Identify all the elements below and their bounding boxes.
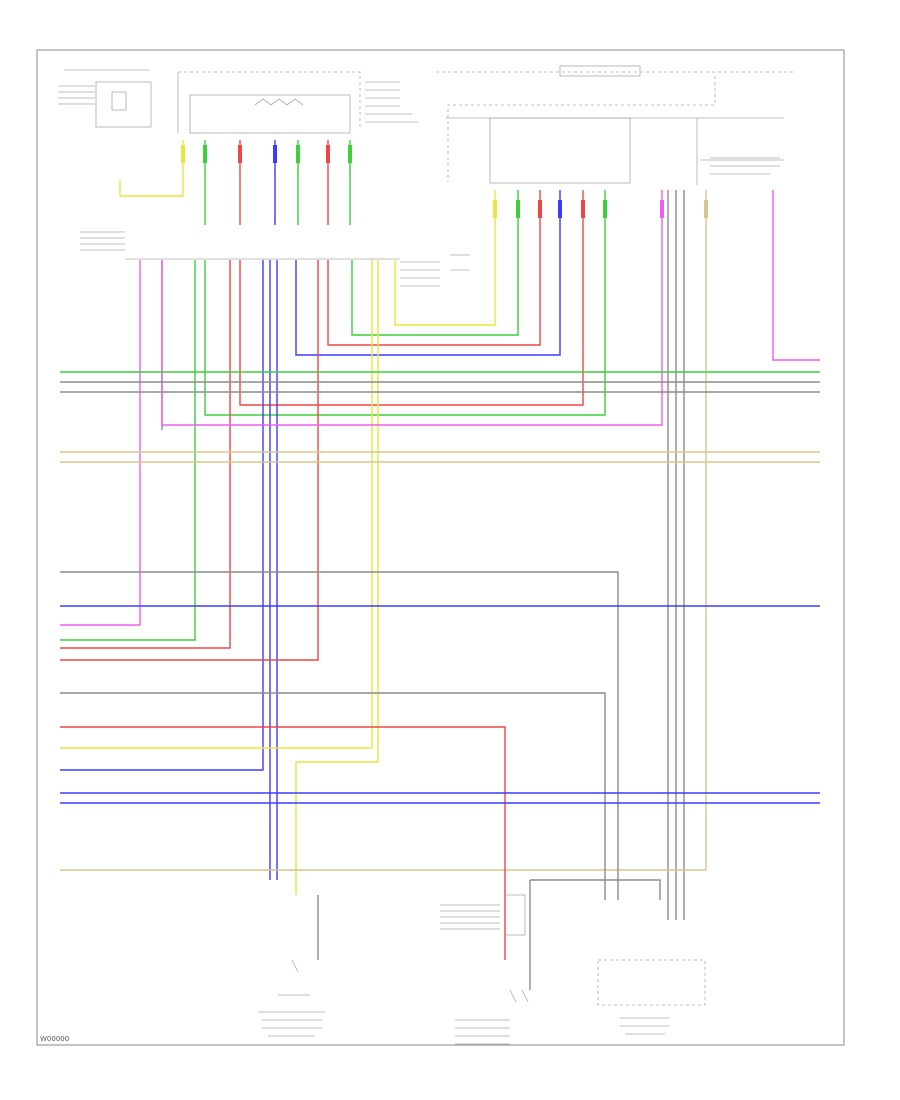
wire-yellow-21: [295, 260, 379, 895]
terminal-red-11: [581, 200, 585, 218]
terminal-green-1: [203, 145, 207, 163]
wire-gray-40: [530, 879, 661, 900]
terminal-green-6: [348, 145, 352, 163]
wire-blue-16: [295, 190, 561, 356]
wire-green-10: [204, 190, 606, 416]
terminal-green-8: [516, 200, 520, 218]
component-top-left: [58, 69, 152, 128]
terminal-tan-14: [704, 200, 708, 218]
terminal-blue-3: [273, 145, 277, 163]
terminal-green-4: [296, 145, 300, 163]
terminal-yellow-7: [493, 200, 497, 218]
terminal-blue-10: [558, 200, 562, 218]
wire-magenta-7: [60, 260, 141, 626]
component-switch-top: [177, 71, 418, 134]
wire-blue-13: [60, 260, 264, 771]
wire-layer: [60, 140, 820, 990]
wire-gray-36: [60, 692, 606, 900]
terminal-magenta-13: [660, 200, 664, 218]
wire-red-17: [60, 260, 319, 661]
terminal-red-5: [326, 145, 330, 163]
wire-yellow-0: [119, 140, 184, 197]
terminal-red-9: [538, 200, 542, 218]
wire-yellow-20: [60, 260, 373, 749]
terminal-yellow-0: [181, 145, 185, 163]
junction-connector-row: [80, 231, 470, 287]
wire-red-11: [60, 260, 231, 649]
wire-magenta-28: [772, 190, 820, 361]
component-bottom-relay: [440, 894, 529, 1045]
wire-green-9: [60, 260, 196, 641]
wire-green-19: [351, 190, 519, 336]
wire-gray-34: [60, 571, 619, 900]
wire-yellow-22: [394, 190, 496, 326]
terminal-red-2: [238, 145, 242, 163]
wire-magenta-23: [161, 190, 663, 426]
wire-red-18: [327, 190, 541, 346]
wire-red-12: [239, 190, 584, 406]
component-module-top-right: [436, 65, 795, 185]
terminal-green-12: [603, 200, 607, 218]
footer-code: W00000: [40, 1035, 69, 1043]
wire-red-37: [60, 726, 506, 960]
diagram-border: [36, 49, 845, 1046]
component-bottom-unit: [597, 959, 706, 1035]
component-bottom-switch: [258, 959, 325, 1037]
wire-tan-27: [60, 190, 707, 871]
